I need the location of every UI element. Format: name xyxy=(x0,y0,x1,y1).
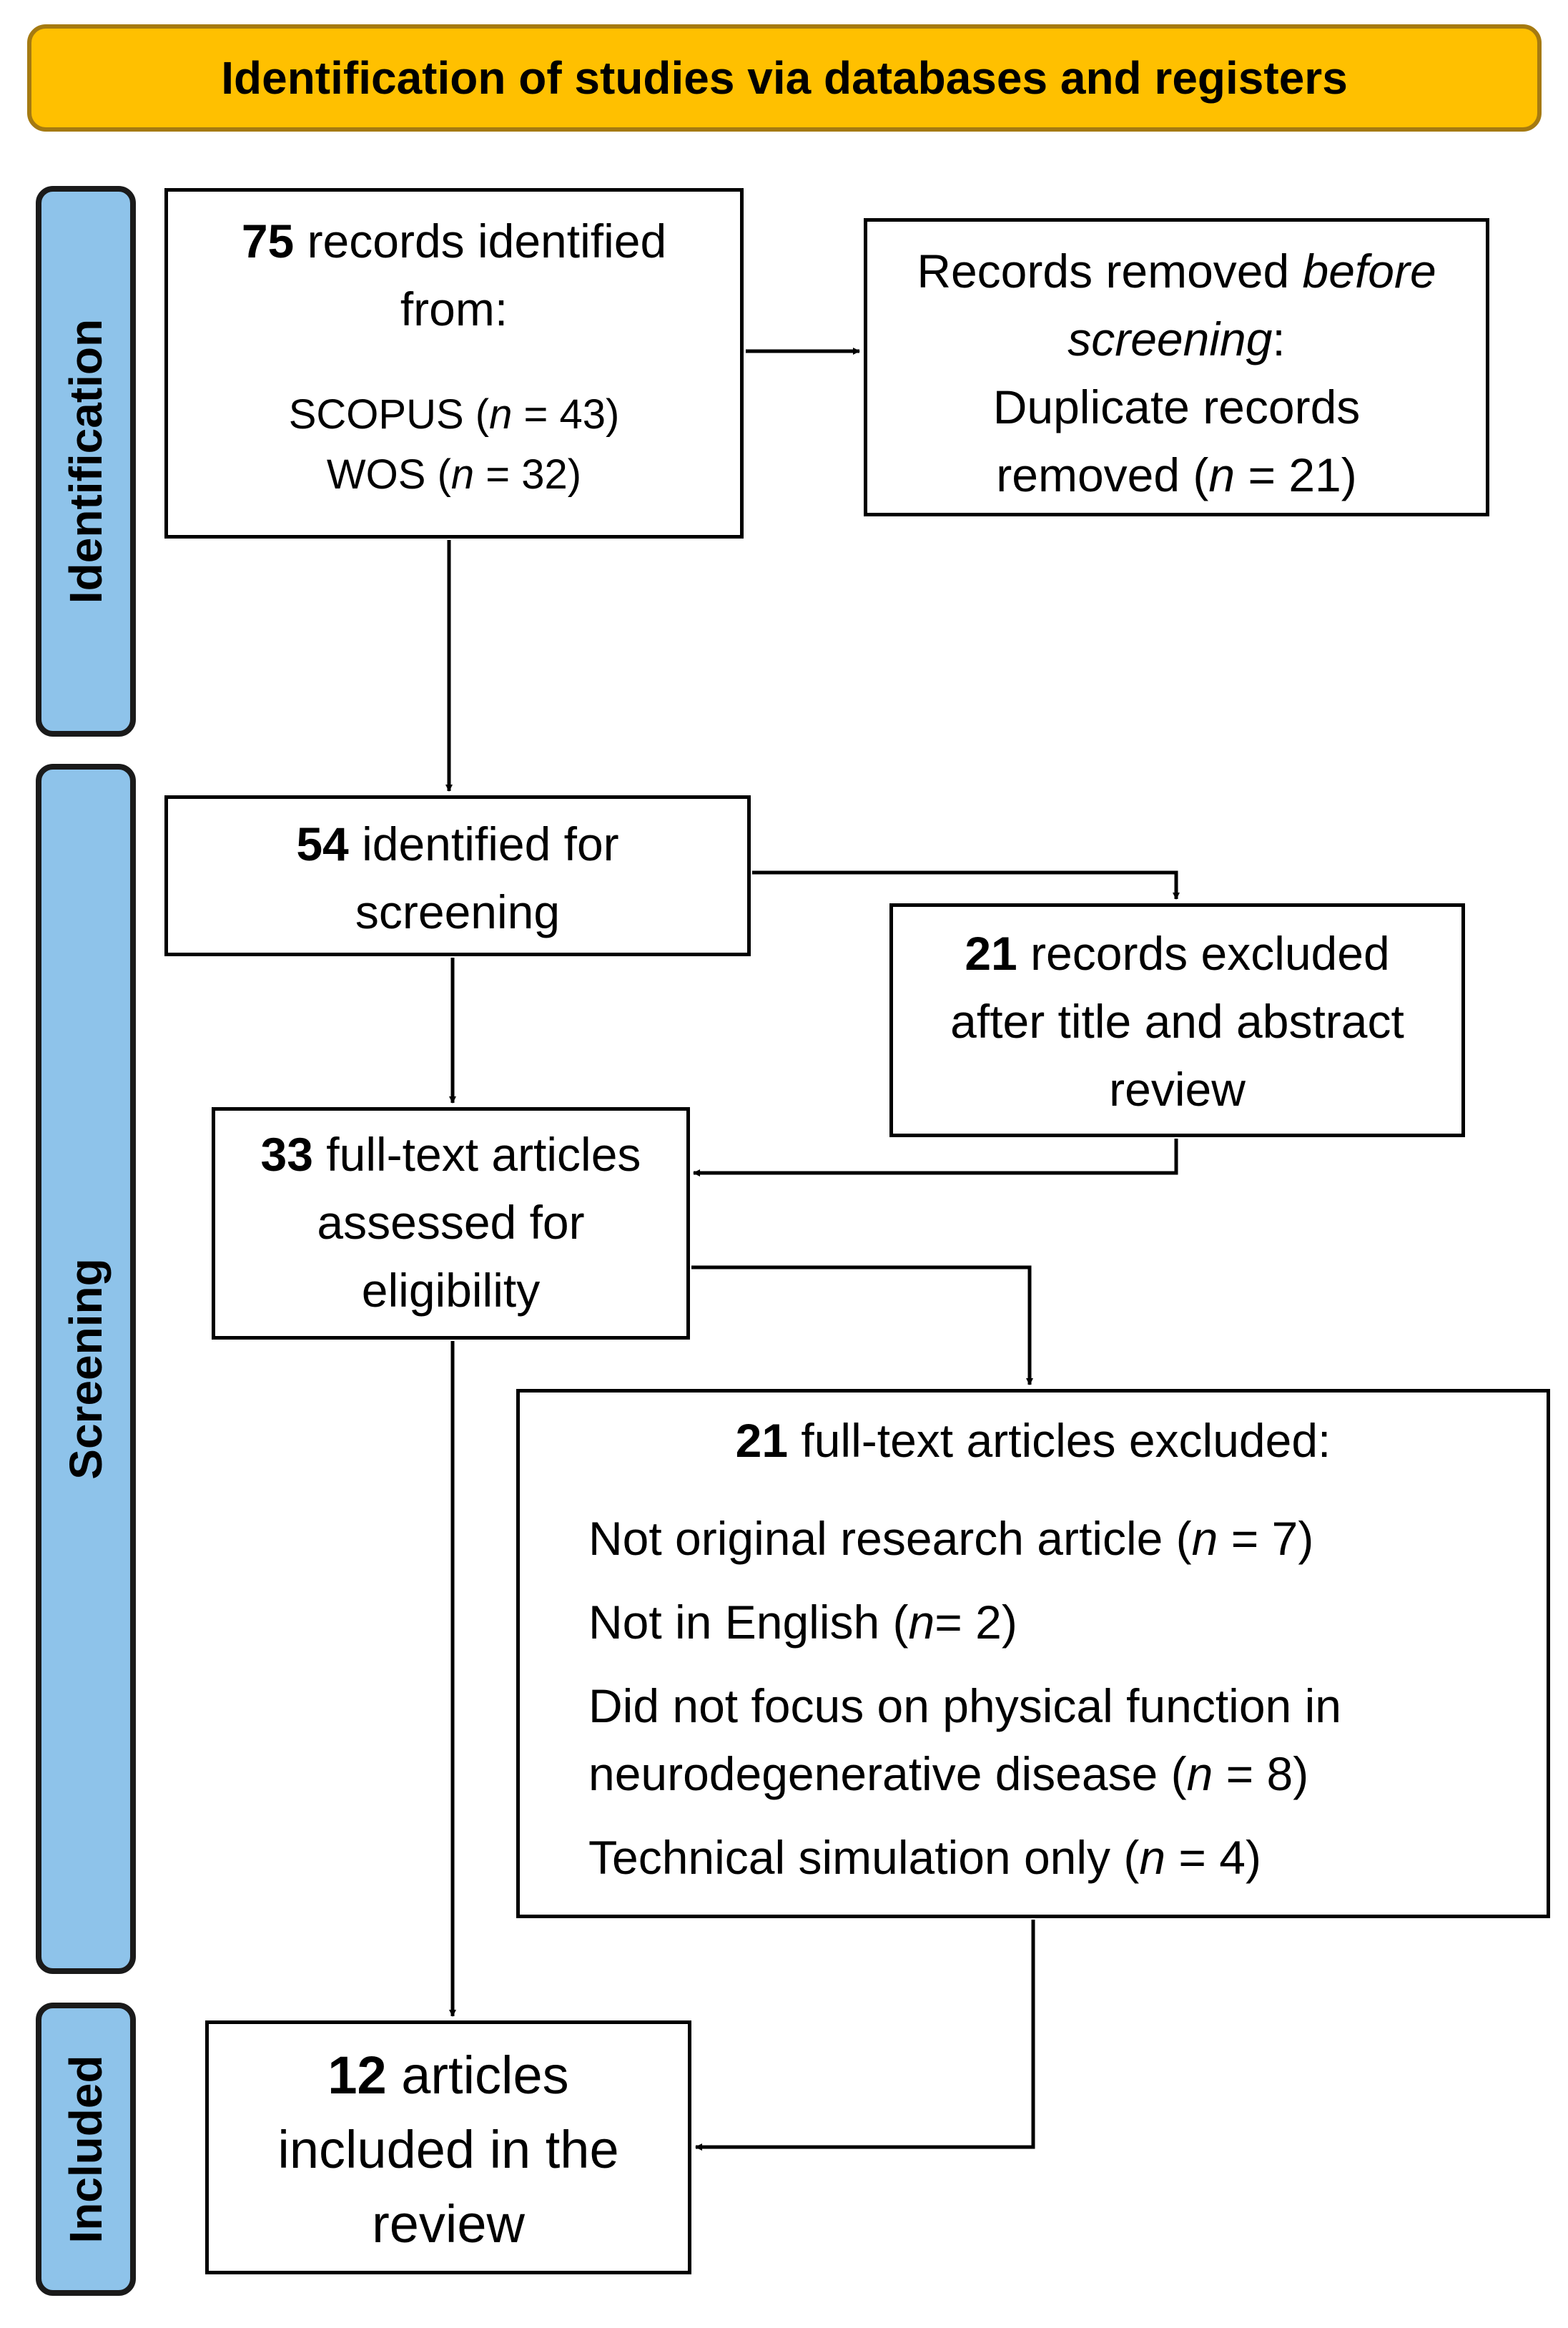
records-removed-line1: Records removed before xyxy=(867,237,1486,305)
source-scopus-n: n xyxy=(489,391,513,438)
identified-screening-count: 54 xyxy=(296,817,349,870)
identified-screening-text: identified for xyxy=(348,817,619,870)
source-wos-value: = 32) xyxy=(474,451,582,498)
reason-n: n xyxy=(1191,1512,1218,1565)
source-wos: WOS (n = 32) xyxy=(168,445,740,505)
records-removed-line4: removed (n = 21) xyxy=(867,441,1486,509)
records-removed-line2: screening: xyxy=(867,305,1486,373)
included-count: 12 xyxy=(327,2045,387,2105)
reason-n: n xyxy=(908,1596,935,1649)
records-removed-line2b: : xyxy=(1272,313,1286,365)
reason-value: = 2) xyxy=(935,1596,1017,1649)
excluded-ta-line2: after title and abstract xyxy=(950,995,1404,1048)
fulltext-excluded-count: 21 xyxy=(735,1414,789,1467)
records-identified-line1: 75 records identified xyxy=(168,207,740,275)
records-removed-line4a: removed ( xyxy=(996,448,1209,501)
excluded-ta-count: 21 xyxy=(965,927,1017,980)
reason-text: Not in English ( xyxy=(588,1596,909,1649)
reason-n: n xyxy=(1186,1747,1213,1800)
excluded-ta-line1: 21 records excluded xyxy=(893,920,1461,988)
records-removed-line2a: screening xyxy=(1067,313,1273,365)
reason-text: Technical simulation only ( xyxy=(588,1831,1140,1884)
reason-text-line2: neurodegenerative disease (n = 8) xyxy=(588,1740,1547,1808)
arrow-excluded-ft-to-included xyxy=(695,1920,1035,2151)
header-title: Identification of studies via databases … xyxy=(221,52,1348,104)
header-banner: Identification of studies via databases … xyxy=(27,24,1542,132)
arrow-screening-to-excluded-ta xyxy=(752,870,1180,900)
reason-text-line1: Did not focus on physical function in xyxy=(588,1679,1341,1732)
fulltext-excluded-box: 21 full-text articles excluded: Not orig… xyxy=(516,1389,1550,1918)
reason-value: = 8) xyxy=(1213,1747,1309,1800)
reason-text: neurodegenerative disease ( xyxy=(588,1747,1187,1800)
records-removed-line1a: Records removed xyxy=(917,245,1303,298)
source-wos-name: WOS ( xyxy=(326,451,451,498)
excluded-ta-text: records excluded xyxy=(1017,927,1390,980)
included-line2: included in the xyxy=(277,2120,619,2179)
identified-screening-line2: screening xyxy=(355,885,561,938)
phase-identification: Identification xyxy=(36,186,136,737)
reason-n: n xyxy=(1139,1831,1166,1884)
source-scopus: SCOPUS (n = 43) xyxy=(168,385,740,445)
identified-screening-box: 54 identified for screening xyxy=(164,795,751,956)
records-identified-count: 75 xyxy=(241,215,295,267)
fulltext-assessed-box: 33 full-text articles assessed for eligi… xyxy=(212,1107,690,1340)
source-scopus-name: SCOPUS ( xyxy=(288,391,490,438)
reason-value: = 4) xyxy=(1165,1831,1261,1884)
exclusion-reason-not-original: Not original research article (n = 7) xyxy=(520,1505,1547,1573)
reason-value: = 7) xyxy=(1218,1512,1314,1565)
phase-screening: Screening xyxy=(36,764,136,1974)
records-removed-n: n xyxy=(1208,448,1236,501)
included-text: articles xyxy=(386,2045,569,2105)
included-line3: review xyxy=(372,2194,525,2254)
records-identified-line2: from: xyxy=(400,283,508,335)
excluded-ta-line3: review xyxy=(1109,1063,1246,1116)
arrow-excluded-ta-to-fulltext xyxy=(693,1139,1178,1177)
records-removed-line3: Duplicate records xyxy=(992,380,1361,433)
source-scopus-value: = 43) xyxy=(512,391,620,438)
records-identified-text: records identified xyxy=(294,215,667,267)
fulltext-assessed-line2: assessed for xyxy=(317,1196,585,1249)
fulltext-excluded-text: full-text articles excluded: xyxy=(788,1414,1331,1467)
arrow-fulltext-to-excluded-ft xyxy=(691,1265,1033,1385)
identified-screening-line1: 54 identified for xyxy=(168,810,747,878)
phase-included: Included xyxy=(36,2003,136,2296)
records-removed-line1b: before xyxy=(1302,245,1436,298)
exclusion-reason-no-focus: Did not focus on physical function in ne… xyxy=(520,1672,1547,1808)
included-line1: 12 articles xyxy=(209,2038,688,2113)
source-wos-n: n xyxy=(450,451,475,498)
reason-text: Not original research article ( xyxy=(588,1512,1192,1565)
records-removed-line4b: = 21) xyxy=(1235,448,1357,501)
included-box: 12 articles included in the review xyxy=(205,2020,691,2274)
records-identified-box: 75 records identified from: SCOPUS (n = … xyxy=(164,188,744,539)
fulltext-assessed-line3: eligibility xyxy=(361,1264,541,1317)
fulltext-assessed-line1: 33 full-text articles xyxy=(215,1121,686,1189)
excluded-title-abstract-box: 21 records excluded after title and abst… xyxy=(889,903,1465,1137)
fulltext-excluded-title: 21 full-text articles excluded: xyxy=(520,1407,1547,1475)
fulltext-assessed-text: full-text articles xyxy=(312,1128,641,1181)
exclusion-reason-not-english: Not in English (n= 2) xyxy=(520,1588,1547,1656)
exclusion-reason-simulation: Technical simulation only (n = 4) xyxy=(520,1824,1547,1892)
records-removed-box: Records removed before screening: Duplic… xyxy=(864,218,1489,516)
fulltext-assessed-count: 33 xyxy=(260,1128,313,1181)
